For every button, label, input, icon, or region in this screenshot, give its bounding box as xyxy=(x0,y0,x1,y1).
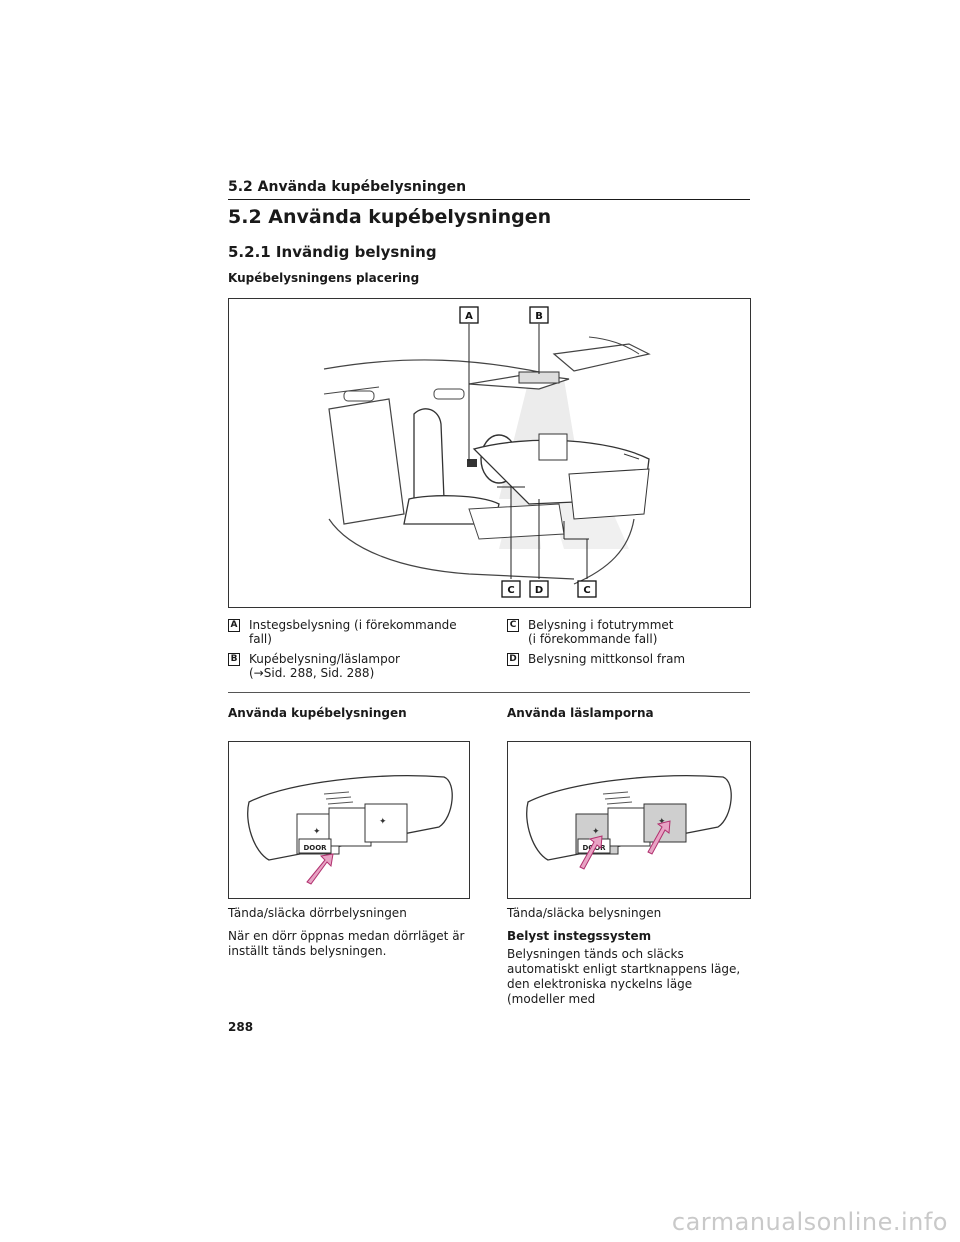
legend-key: A xyxy=(228,619,240,632)
section-divider xyxy=(228,692,750,693)
legend-text: Belysning i fotutrymmet (i förekommande … xyxy=(528,618,674,646)
door-switch: DOOR xyxy=(298,838,332,854)
legend-key: C xyxy=(507,619,519,632)
left-column-heading: Använda kupébelysningen xyxy=(228,706,407,720)
legend-text: Belysning mittkonsol fram xyxy=(528,652,686,666)
callout-c-right: C xyxy=(577,580,597,598)
car-interior-illustration: A B C D C xyxy=(323,306,651,598)
svg-text:C: C xyxy=(507,585,514,596)
left-caption: Tända/släcka dörrbelysningen xyxy=(228,906,407,920)
svg-text:C: C xyxy=(583,585,590,596)
legend-key: D xyxy=(507,653,519,666)
svg-text:D: D xyxy=(535,585,543,596)
watermark: carmanualsonline.info xyxy=(671,1208,948,1236)
figure-heading: Kupébelysningens placering xyxy=(228,271,420,285)
svg-text:B: B xyxy=(535,311,543,322)
subsection-title: 5.2.1 Invändig belysning xyxy=(228,243,437,261)
callout-d: D xyxy=(529,580,549,598)
header-rule xyxy=(228,199,750,200)
reading-light-switch-figure: ✦ ✦ DOOR xyxy=(507,741,751,899)
right-body: Belysningen tänds och släcks automatiskt… xyxy=(507,947,741,1006)
door-light-switch-figure: ✦ ✦ DOOR xyxy=(228,741,470,899)
legend-text: Kupébelysning/läslampor (→Sid. 288, Sid.… xyxy=(249,652,400,680)
left-body: När en dörr öppnas medan dörrläget är in… xyxy=(228,929,465,958)
right-caption: Tända/släcka belysningen xyxy=(507,906,662,920)
svg-text:✦: ✦ xyxy=(313,827,321,837)
arrow-icon xyxy=(647,820,671,855)
arrow-icon xyxy=(579,835,603,870)
right-column-heading: Använda läslamporna xyxy=(507,706,654,720)
svg-text:A: A xyxy=(465,311,473,322)
section-title: 5.2 Använda kupébelysningen xyxy=(228,206,552,228)
overhead-console-illustration: ✦ ✦ DOOR xyxy=(247,775,453,885)
svg-text:✦: ✦ xyxy=(658,817,666,827)
legend-key: B xyxy=(228,653,240,666)
callout-c-left: C xyxy=(501,580,521,598)
callout-b: B xyxy=(529,306,549,324)
arrow-icon xyxy=(306,853,334,885)
right-subheading: Belyst instegssystem xyxy=(507,929,652,943)
legend-text: Instegsbelysning (i förekommande fall) xyxy=(249,618,457,646)
svg-text:DOOR: DOOR xyxy=(303,844,327,852)
running-header: 5.2 Använda kupébelysningen xyxy=(228,179,467,195)
svg-text:✦: ✦ xyxy=(592,827,600,837)
page-number: 288 xyxy=(228,1020,254,1034)
callout-a: A xyxy=(459,306,479,324)
interior-lighting-figure: A B C D C xyxy=(228,298,751,608)
overhead-console-illustration: ✦ ✦ DOOR xyxy=(526,775,732,870)
svg-text:✦: ✦ xyxy=(379,817,387,827)
